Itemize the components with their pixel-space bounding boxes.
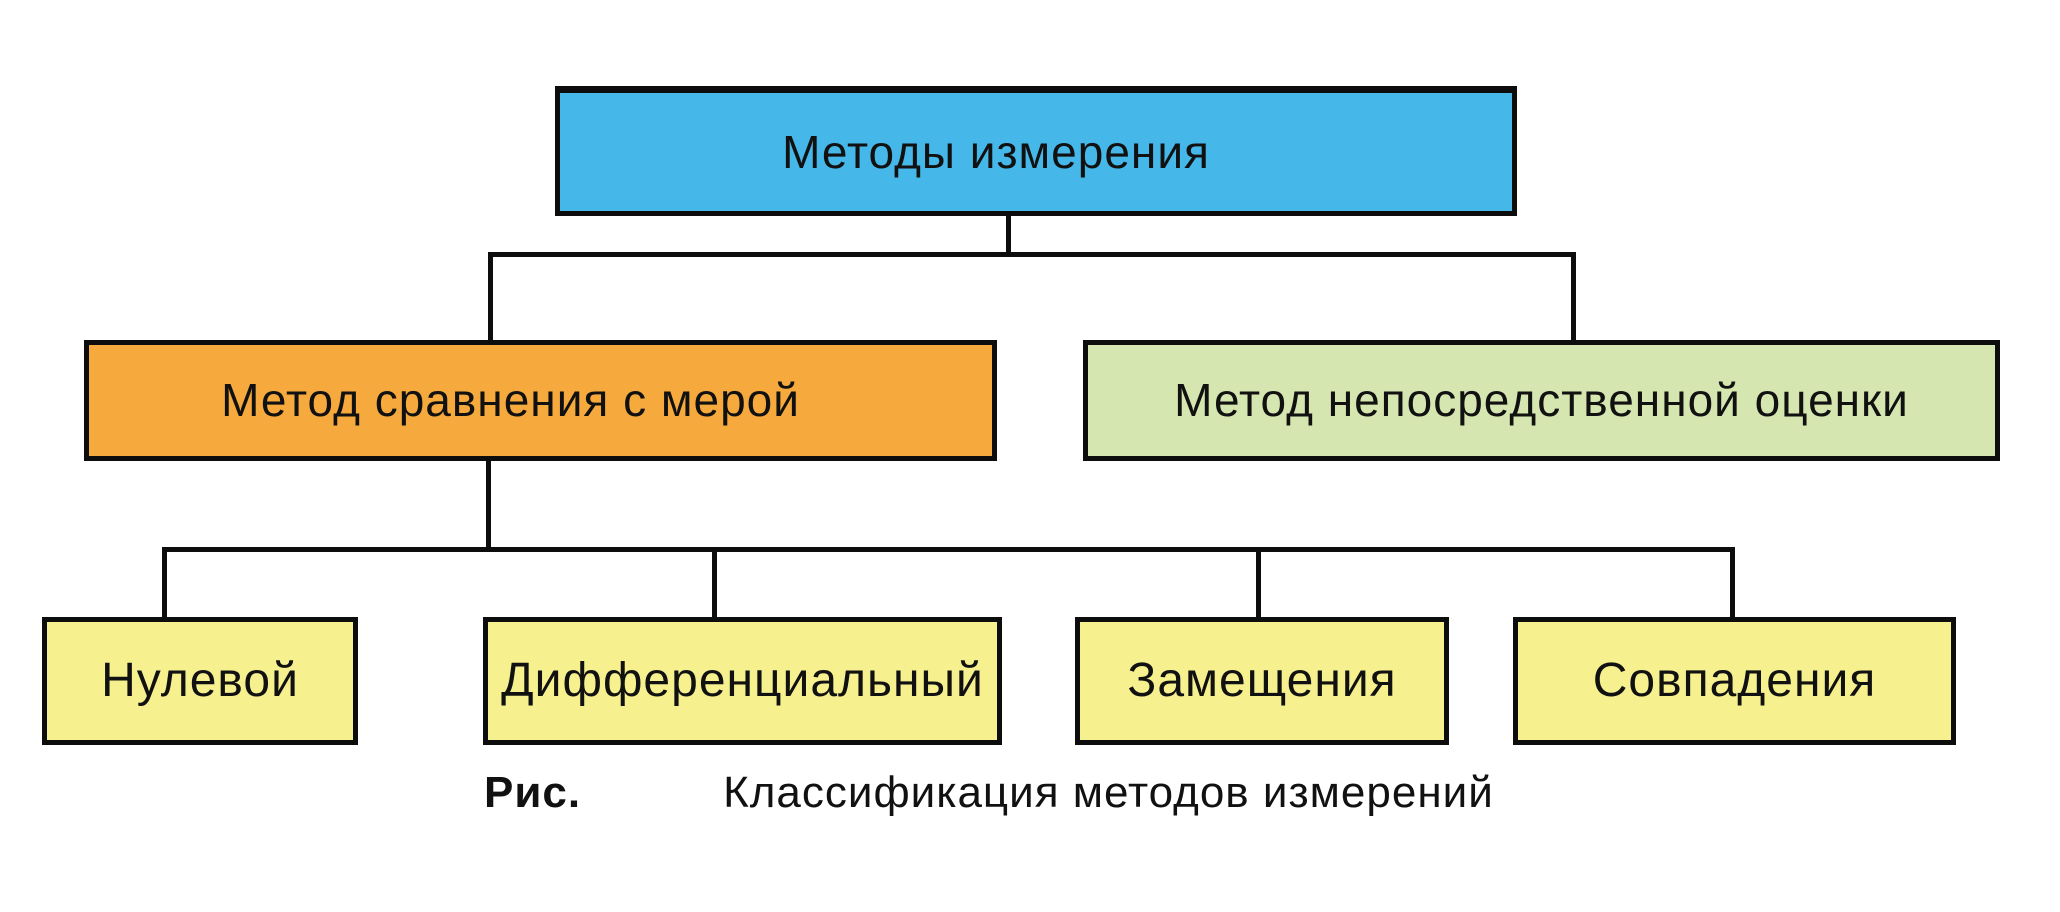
- connector-to-comparison: [488, 252, 493, 344]
- node-null-method: Нулевой: [42, 617, 358, 745]
- node-differential-method-label: Дифференциальный: [501, 653, 984, 707]
- figure-caption-text: Классификация методов измерений: [723, 768, 1494, 817]
- connector-to-direct-estimate: [1571, 252, 1576, 344]
- connector-to-substitution: [1256, 547, 1261, 621]
- figure-caption: Рис. Классификация методов измерений: [484, 768, 1494, 818]
- figure-caption-prefix: Рис.: [484, 768, 582, 817]
- node-differential-method: Дифференциальный: [483, 617, 1002, 745]
- node-coincidence-method-label: Совпадения: [1592, 653, 1877, 707]
- node-measurement-methods: Методы измерения: [555, 86, 1517, 216]
- node-null-method-label: Нулевой: [101, 653, 299, 707]
- connector-level2-horizontal: [488, 252, 1576, 257]
- node-substitution-method: Замещения: [1075, 617, 1449, 745]
- node-coincidence-method: Совпадения: [1513, 617, 1956, 745]
- node-comparison-with-measure-label: Метод сравнения с мерой: [221, 374, 800, 427]
- node-comparison-with-measure: Метод сравнения с мерой: [84, 340, 997, 461]
- connector-to-null-method: [162, 547, 167, 621]
- connector-to-coincidence: [1730, 547, 1735, 621]
- node-direct-estimate-label: Метод непосредственной оценки: [1174, 374, 1909, 427]
- connector-comparison-vertical: [486, 461, 491, 551]
- node-substitution-method-label: Замещения: [1127, 653, 1397, 707]
- node-measurement-methods-label: Методы измерения: [782, 125, 1210, 178]
- connector-root-vertical: [1006, 216, 1011, 256]
- connector-level3-horizontal: [162, 547, 1735, 552]
- connector-to-differential: [712, 547, 717, 621]
- node-direct-estimate: Метод непосредственной оценки: [1083, 340, 2000, 461]
